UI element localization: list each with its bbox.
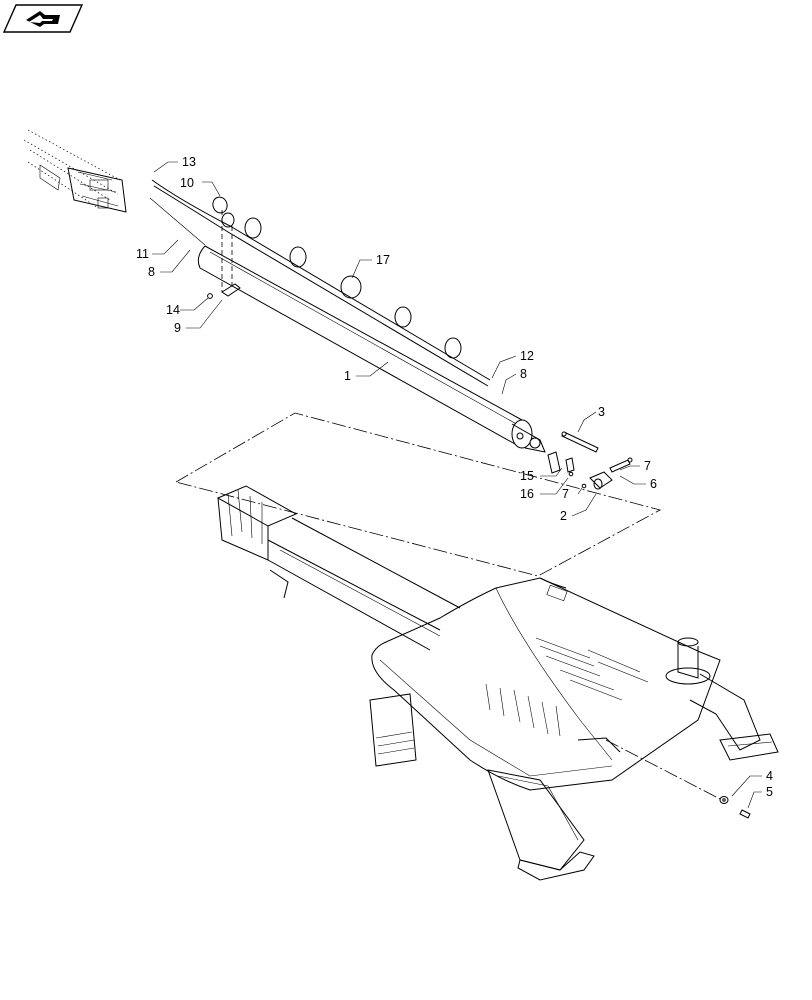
callout-2: 2: [560, 509, 567, 523]
callout-6: 6: [650, 477, 657, 491]
callout-7b: 7: [644, 459, 651, 473]
callout-1: 1: [344, 369, 351, 383]
platform: [369, 577, 779, 881]
back-nav-button[interactable]: [2, 4, 84, 33]
callout-8: 8: [148, 265, 155, 279]
callout-17: 17: [376, 253, 390, 267]
clamp-rings: [212, 196, 462, 359]
callout-8b: 8: [520, 367, 527, 381]
boom-frame-upper: [23, 129, 127, 213]
callout-9: 9: [174, 321, 181, 335]
callout-13: 13: [182, 155, 196, 169]
pivot-hardware: [547, 431, 633, 490]
callout-14: 14: [166, 303, 180, 317]
lower-boom: [216, 485, 461, 651]
callout-labels: 13 10 11 8 14 9 17 1 12 8 3 15 16 7 7 6 …: [136, 155, 773, 799]
callout-7a: 7: [562, 487, 569, 501]
hose-tube-assembly: [149, 179, 546, 453]
bracket-9: [207, 210, 241, 299]
arrow-back-icon: [26, 11, 60, 27]
callout-12: 12: [520, 349, 534, 363]
callout-5: 5: [766, 785, 773, 799]
leader-lines: [152, 161, 762, 809]
callout-3: 3: [598, 405, 605, 419]
washer-bolt-4-5: [719, 796, 751, 819]
callout-4: 4: [766, 769, 773, 783]
callout-15: 15: [520, 469, 534, 483]
callout-16: 16: [520, 487, 534, 501]
callout-10: 10: [180, 176, 194, 190]
assembly-boundary: [174, 412, 662, 577]
callout-11: 11: [136, 247, 149, 261]
centerline-4-5: [605, 739, 723, 801]
